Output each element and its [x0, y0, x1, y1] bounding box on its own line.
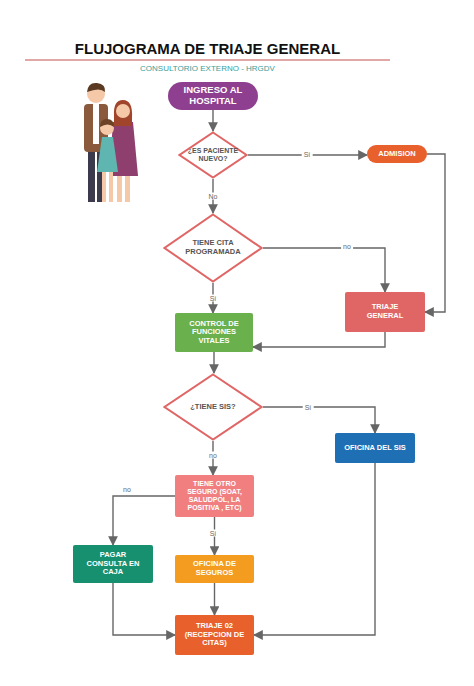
node-text: INGRESO AL HOSPITAL [180, 85, 246, 107]
flow-arrow [212, 110, 213, 131]
mother-leg [125, 172, 130, 202]
edge-label: Sí [303, 404, 314, 411]
father-shirt [93, 104, 99, 144]
node-text: OFICINA DEL SIS [344, 444, 406, 453]
edge-label: no [207, 452, 219, 459]
edge-label: Sí [302, 151, 313, 158]
decision-diamond: TIENE CITA PROGRAMADA [163, 213, 263, 283]
node-text: ¿TIENE SIS? [190, 403, 235, 412]
mother-head [116, 104, 130, 118]
flow-arrow [253, 332, 385, 347]
diamond-shape [180, 133, 247, 178]
process-box: TIENE OTRO SEGURO (SOAT, SALUDPOL, LA PO… [175, 475, 254, 517]
child-leg [102, 170, 106, 202]
flow-arrow [213, 352, 214, 373]
edge-label: Sí [208, 530, 219, 537]
child-hair [100, 119, 114, 127]
flow-arrow [263, 407, 375, 433]
node-text: ADMISION [378, 150, 416, 159]
decision-diamond: ¿ES PACIENTE NUEVO? [178, 131, 248, 179]
diamond-shape [165, 215, 262, 282]
edge-label: no [341, 243, 353, 250]
child-leg [109, 170, 113, 202]
diamond-shape [165, 375, 262, 440]
father-hair [87, 83, 105, 92]
edge-label: no [121, 486, 133, 493]
flow-arrow [113, 496, 175, 545]
process-box: PAGAR CONSULTA EN CAJA [73, 545, 153, 583]
edge-label: No [207, 193, 220, 200]
node-text: TRIAJE 02 (RECEPCION DE CITAS) [181, 622, 248, 648]
father-leg [88, 150, 95, 202]
node-text: ¿ES PACIENTE NUEVO? [186, 147, 240, 163]
subtitle: CONSULTORIO EXTERNO - HRGDV [25, 64, 390, 73]
child-dress [97, 137, 118, 172]
node-text: TRIAJE GENERAL [353, 303, 417, 320]
node-text: TIENE CITA PROGRAMADA [185, 239, 241, 256]
family-illustration [84, 83, 138, 202]
node-text: CONTROL DE FUNCIONES VITALES [183, 320, 245, 346]
node-text: PAGAR CONSULTA EN CAJA [81, 551, 145, 577]
edge-label: Sí [208, 295, 219, 302]
process-box: CONTROL DE FUNCIONES VITALES [175, 313, 253, 352]
start-terminal: INGRESO AL HOSPITAL [168, 82, 258, 110]
process-box: OFICINA DEL SIS [335, 433, 415, 463]
process-box: TRIAJE GENERAL [345, 292, 425, 332]
decision-diamond: ¿TIENE SIS? [163, 373, 263, 441]
node-text: TIENE OTRO SEGURO (SOAT, SALUDPOL, LA PO… [179, 480, 250, 512]
flow-arrow [425, 154, 445, 312]
flow-arrow [254, 463, 375, 635]
process-box: ADMISION [367, 145, 427, 163]
title-rule [25, 60, 390, 61]
flow-arrow [214, 583, 215, 615]
mother-leg [117, 172, 122, 202]
flow-arrow [263, 248, 385, 292]
diagram-title: FLUJOGRAMA DE TRIAJE GENERAL [25, 40, 390, 57]
flow-arrow [113, 583, 175, 635]
process-box: OFICINA DE SEGUROS [175, 555, 254, 583]
node-text: OFICINA DE SEGUROS [183, 560, 246, 577]
process-box: TRIAJE 02 (RECEPCION DE CITAS) [175, 615, 254, 655]
mother-hair [114, 100, 132, 126]
